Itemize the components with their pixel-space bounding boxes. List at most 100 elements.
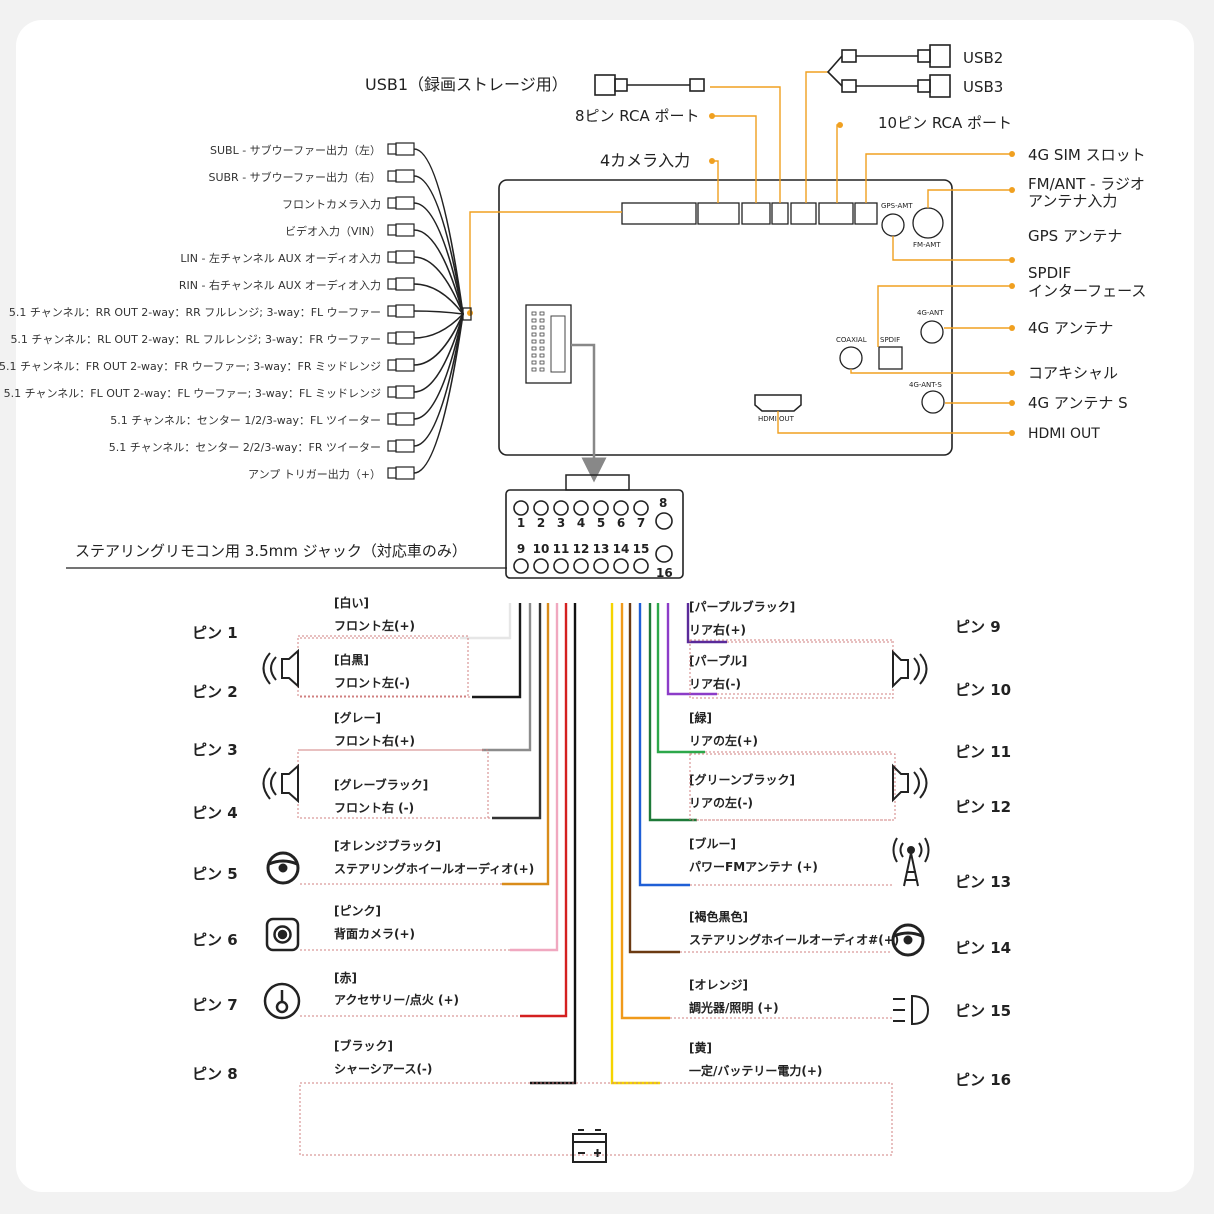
rca-label: 5.1 チャンネル：RR OUT 2-way：RR フルレンジ; 3-way：F… bbox=[9, 306, 381, 319]
port-rca8-b bbox=[771, 202, 789, 225]
port-usb23 bbox=[790, 202, 817, 225]
rca-label: フロントカメラ入力 bbox=[282, 198, 381, 211]
rca-cable bbox=[413, 202, 464, 315]
wire-color-label: [パープル] bbox=[689, 653, 747, 668]
coaxial-socket bbox=[839, 346, 863, 370]
steering-jack-label: ステアリングリモコン用 3.5mm ジャック（対応車のみ） bbox=[75, 542, 467, 560]
iso-connector-latch bbox=[565, 474, 630, 491]
leader-lines bbox=[469, 71, 1012, 434]
connector-pin bbox=[613, 558, 629, 574]
wire-function-label: ステアリングホイールオーディオ#(+) bbox=[689, 932, 899, 947]
speaker-icon bbox=[262, 648, 299, 689]
4g-ant-socket bbox=[920, 320, 944, 344]
rca-cable bbox=[413, 148, 464, 315]
connector-pin bbox=[533, 558, 549, 574]
ignition-key-icon bbox=[263, 982, 301, 1020]
connector-pin bbox=[633, 500, 649, 516]
socket-pin bbox=[539, 318, 545, 323]
rca-label: SUBR - サブウーファー出力（右） bbox=[208, 170, 381, 184]
socket-pin bbox=[531, 311, 537, 316]
pin-number-label: ピン 12 bbox=[955, 798, 1011, 816]
head-unit-body bbox=[498, 179, 953, 456]
rca-plug-icon bbox=[387, 224, 397, 236]
socket-pin bbox=[531, 346, 537, 351]
rca-cable bbox=[413, 283, 464, 315]
pin-number-label: ピン 7 bbox=[192, 996, 238, 1014]
connector-pin bbox=[513, 558, 529, 574]
wire-12 bbox=[648, 603, 697, 822]
pin-number-label: ピン 15 bbox=[955, 1002, 1011, 1020]
port-sim bbox=[854, 202, 878, 225]
rca-plug-body bbox=[395, 385, 415, 399]
sim-label: 4G SIM スロット bbox=[1028, 146, 1146, 164]
connector-pin-number: 6 bbox=[617, 516, 625, 530]
pin-number-label: ピン 10 bbox=[955, 681, 1011, 699]
connector-pin bbox=[633, 558, 649, 574]
4g-ant-s-label: 4G-ANT-S bbox=[909, 381, 942, 389]
connector-pin-number: 7 bbox=[637, 516, 645, 530]
rca-harness: SUBL - サブウーファー出力（左）SUBR - サブウーファー出力（右）フロ… bbox=[0, 142, 464, 481]
wire-color-label: [白い] bbox=[334, 595, 369, 610]
pin-number-label: ピン 13 bbox=[955, 873, 1011, 891]
connector-pin-number: 16 bbox=[656, 566, 673, 580]
rca-cable bbox=[413, 313, 464, 420]
port-rca10 bbox=[818, 202, 854, 225]
4g-ant-label: 4G-ANT bbox=[917, 309, 944, 317]
hdmi-out-label: HDMI OUT bbox=[758, 415, 795, 423]
rca-cable bbox=[413, 256, 464, 315]
rca-label: 5.1 チャンネル：センター 1/2/3-way：FL ツイーター bbox=[110, 414, 381, 427]
rca-plug-body bbox=[395, 277, 415, 291]
connector-pin-number: 12 bbox=[573, 542, 590, 556]
socket-pin bbox=[531, 325, 537, 330]
wire-15 bbox=[620, 603, 670, 1020]
rca-cable bbox=[413, 313, 464, 447]
gps-socket bbox=[881, 213, 905, 237]
hdmi-socket bbox=[754, 394, 802, 412]
camera-icon bbox=[265, 917, 300, 952]
wire-10 bbox=[666, 603, 717, 696]
socket-pin bbox=[531, 367, 537, 372]
port-rca8-a bbox=[697, 202, 740, 225]
rca-plug-icon bbox=[387, 197, 397, 209]
rca-plug-icon bbox=[387, 413, 397, 425]
wire-13 bbox=[638, 603, 690, 887]
pin-number-label: ピン 14 bbox=[955, 939, 1011, 957]
wire-16 bbox=[610, 603, 660, 1085]
steering-wheel-icon bbox=[891, 923, 925, 957]
wire-14 bbox=[628, 603, 680, 954]
wire-function-label: リア右(+) bbox=[689, 622, 746, 637]
spdif-label-1: SPDIF bbox=[1028, 264, 1071, 282]
pin-number-label: ピン 8 bbox=[192, 1065, 238, 1083]
socket-pin bbox=[539, 325, 545, 330]
rca-plug-icon bbox=[387, 359, 397, 371]
speaker-icon bbox=[892, 649, 928, 689]
wire-color-label: [ブルー] bbox=[689, 836, 736, 851]
wire-function-label: リアの左(-) bbox=[689, 795, 753, 810]
usb-plug-icon bbox=[594, 44, 951, 98]
connector-pin bbox=[573, 500, 589, 516]
wire-color-label: [緑] bbox=[689, 710, 712, 725]
wire-color-label: [オレンジブラック] bbox=[334, 838, 441, 853]
wire-color-label: [グリーンブラック] bbox=[689, 772, 795, 787]
wire-function-label: パワーFMアンテナ (+) bbox=[689, 860, 818, 874]
wire-color-label: [褐色黒色] bbox=[689, 909, 748, 924]
wire-color-label: [白黒] bbox=[334, 652, 369, 667]
socket-pin bbox=[531, 353, 537, 358]
rca-plug-body bbox=[395, 196, 415, 210]
coax-right-label: コアキシャル bbox=[1028, 364, 1118, 382]
pin-number-label: ピン 16 bbox=[955, 1071, 1011, 1089]
connector-pin-number: 14 bbox=[613, 542, 630, 556]
steering-wheel-icon bbox=[266, 851, 300, 885]
connector-pin-number: 13 bbox=[593, 542, 610, 556]
connector-pin bbox=[553, 558, 569, 574]
pin-number-label: ピン 9 bbox=[955, 618, 1001, 636]
wire-function-label: フロント左(+) bbox=[334, 618, 415, 633]
rca-plug-body bbox=[395, 223, 415, 237]
rca-plug-icon bbox=[387, 305, 397, 317]
rca-harness-plug bbox=[462, 307, 472, 321]
connector-pin-number: 15 bbox=[633, 542, 650, 556]
rca-cable bbox=[413, 175, 464, 315]
connector-pin bbox=[533, 500, 549, 516]
wire-function-label: ステアリングホイールオーディオ(+) bbox=[334, 861, 534, 876]
